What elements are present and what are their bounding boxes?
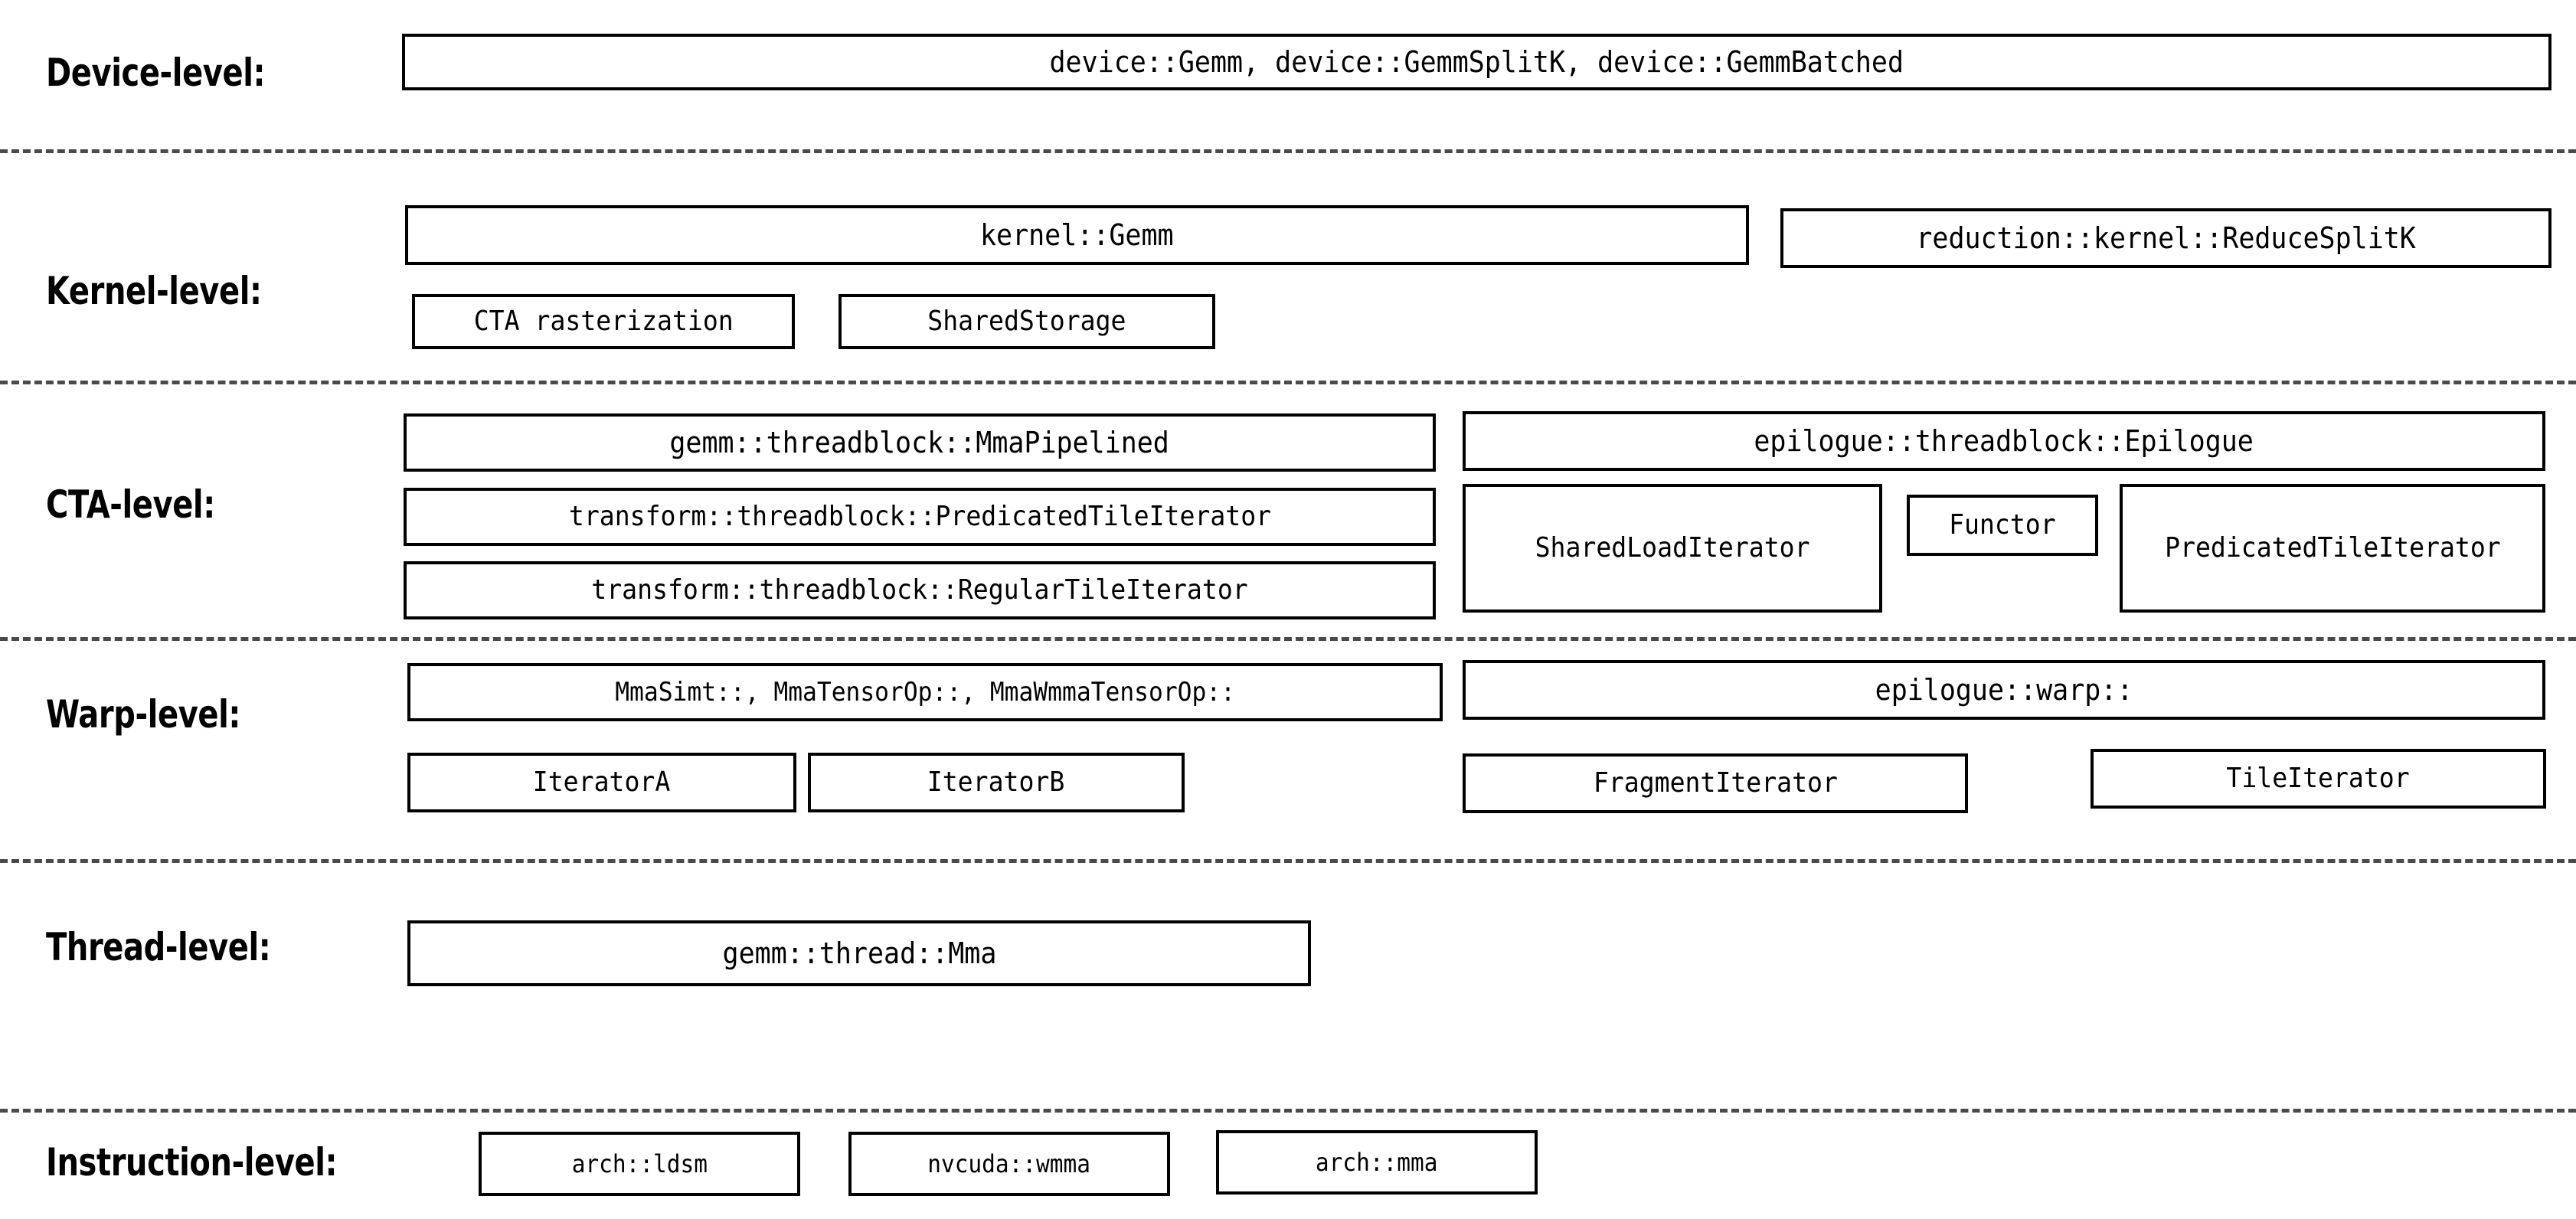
box-arch-mma[interactable]: arch::mma xyxy=(1216,1130,1538,1194)
box-iterator-a[interactable]: IteratorA xyxy=(407,753,796,812)
box-regular-tile-iterator[interactable]: transform::threadblock::RegularTileItera… xyxy=(404,561,1436,619)
box-iterator-a-label: IteratorA xyxy=(533,766,671,798)
box-epilogue-threadblock[interactable]: epilogue::threadblock::Epilogue xyxy=(1463,411,2545,471)
level-label-device: Device-level: xyxy=(46,51,266,95)
box-nvcuda-wmma-label: nvcuda::wmma xyxy=(927,1149,1091,1178)
box-warp-mma[interactable]: MmaSimt::, MmaTensorOp::, MmaWmmaTensorO… xyxy=(407,663,1443,721)
box-kernel-gemm-label: kernel::Gemm xyxy=(980,218,1174,252)
separator-5 xyxy=(0,1109,2576,1113)
separator-4 xyxy=(0,859,2576,863)
level-label-instruction: Instruction-level: xyxy=(46,1140,338,1185)
level-label-warp: Warp-level: xyxy=(46,692,240,737)
box-shared-load-iterator-label: SharedLoadIterator xyxy=(1535,532,1810,564)
box-arch-mma-label: arch::mma xyxy=(1316,1148,1438,1177)
box-warp-mma-label: MmaSimt::, MmaTensorOp::, MmaWmmaTensorO… xyxy=(615,677,1235,708)
box-tile-iterator-label: TileIterator xyxy=(2226,763,2411,794)
level-label-thread: Thread-level: xyxy=(46,925,271,969)
box-predicated-tile-iterator-epilogue-label: PredicatedTileIterator xyxy=(2164,532,2501,564)
box-arch-ldsm[interactable]: arch::ldsm xyxy=(479,1132,800,1196)
box-kernel-gemm[interactable]: kernel::Gemm xyxy=(405,205,1749,265)
box-iterator-b-label: IteratorB xyxy=(927,766,1065,798)
box-thread-mma[interactable]: gemm::thread::Mma xyxy=(407,920,1311,986)
box-shared-load-iterator[interactable]: SharedLoadIterator xyxy=(1463,484,1882,613)
box-mma-pipelined-label: gemm::threadblock::MmaPipelined xyxy=(669,426,1170,459)
box-nvcuda-wmma[interactable]: nvcuda::wmma xyxy=(848,1132,1170,1196)
box-reduce-splitk[interactable]: reduction::kernel::ReduceSplitK xyxy=(1780,208,2551,268)
box-iterator-b[interactable]: IteratorB xyxy=(808,753,1185,812)
box-functor-label: Functor xyxy=(1949,509,2056,541)
box-fragment-iterator[interactable]: FragmentIterator xyxy=(1463,753,1968,813)
separator-2 xyxy=(0,381,2576,384)
box-mma-pipelined[interactable]: gemm::threadblock::MmaPipelined xyxy=(404,413,1436,472)
box-thread-mma-label: gemm::thread::Mma xyxy=(722,936,996,970)
box-shared-storage-label: SharedStorage xyxy=(927,306,1126,337)
box-device-gemm[interactable]: device::Gemm, device::GemmSplitK, device… xyxy=(402,34,2551,90)
box-functor[interactable]: Functor xyxy=(1907,495,2098,556)
box-predicated-tile-iterator-epilogue[interactable]: PredicatedTileIterator xyxy=(2120,484,2545,613)
box-epilogue-threadblock-label: epilogue::threadblock::Epilogue xyxy=(1754,424,2254,458)
box-regular-tile-iterator-label: transform::threadblock::RegularTileItera… xyxy=(591,574,1248,606)
level-label-cta: CTA-level: xyxy=(46,482,215,527)
box-reduce-splitk-label: reduction::kernel::ReduceSplitK xyxy=(1916,221,2416,255)
separator-3 xyxy=(0,637,2576,641)
box-tile-iterator[interactable]: TileIterator xyxy=(2091,749,2546,809)
level-label-kernel: Kernel-level: xyxy=(46,269,262,313)
box-predicated-tile-iterator-transform[interactable]: transform::threadblock::PredicatedTileIt… xyxy=(404,488,1436,546)
box-device-gemm-label: device::Gemm, device::GemmSplitK, device… xyxy=(1049,45,1904,79)
separator-1 xyxy=(0,149,2576,153)
box-arch-ldsm-label: arch::ldsm xyxy=(571,1149,708,1178)
box-cta-rasterization-label: CTA rasterization xyxy=(473,306,734,337)
box-cta-rasterization[interactable]: CTA rasterization xyxy=(412,294,795,349)
box-epilogue-warp[interactable]: epilogue::warp:: xyxy=(1463,660,2545,720)
box-epilogue-warp-label: epilogue::warp:: xyxy=(1875,673,2133,707)
box-predicated-tile-iterator-transform-label: transform::threadblock::PredicatedTileIt… xyxy=(568,501,1271,532)
box-fragment-iterator-label: FragmentIterator xyxy=(1593,767,1838,799)
box-shared-storage[interactable]: SharedStorage xyxy=(839,294,1215,349)
